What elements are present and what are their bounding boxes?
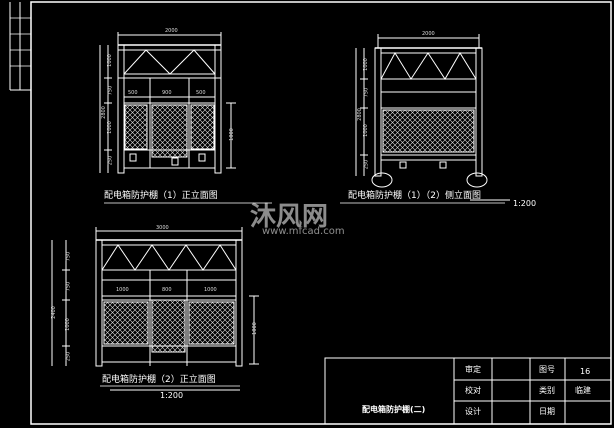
view1-inner-dim-2: 900 (162, 90, 172, 96)
view1-left-dim-3: 1000 (106, 121, 113, 134)
view1-left-dim-2: 750 (107, 85, 114, 96)
watermark-brand: 沐风网 (250, 202, 329, 232)
sheet-border (30, 1, 612, 425)
view1-left-dim-1: 1000 (106, 54, 113, 67)
title-block-category-value: 临建 (575, 386, 591, 395)
title-block-drawing-no-label: 图号 (539, 365, 555, 374)
title-block-checked-label: 校对 (465, 386, 481, 395)
view2-left-dim-2: 750 (363, 87, 370, 98)
view3-top-dimension: 3000 (156, 225, 169, 231)
title-block-date-label: 日期 (539, 407, 555, 416)
title-block-designed-label: 设计 (465, 407, 481, 416)
view2-title: 配电箱防护棚（1）（2）侧立面图 (348, 191, 481, 201)
view3-title: 配电箱防护棚（2）正立面图 (102, 375, 216, 385)
view3-inner-dim-3: 1000 (204, 287, 217, 293)
view1-right-dimension: 1000 (228, 128, 235, 141)
view1-inner-dim-3: 500 (196, 90, 206, 96)
title-block-drawing-name: 配电箱防护棚(二) (362, 405, 426, 414)
binding-strip-cells (10, 17, 31, 67)
view3-left-dim-3: 1000 (64, 318, 71, 331)
view3-left-dim-4: 250 (65, 351, 72, 362)
view3-scale: 1:200 (160, 391, 184, 400)
title-block (324, 357, 612, 425)
view3-left-dim-2: 750 (65, 281, 72, 292)
title-block-approved-label: 审定 (465, 365, 481, 374)
view3-inner-dim-1: 1000 (116, 287, 129, 293)
view1-inner-dim-1: 500 (128, 90, 138, 96)
view1-front-elevation (99, 32, 236, 174)
view1-top-dimension: 2000 (165, 28, 178, 34)
view1-title: 配电箱防护棚（1）正立面图 (104, 191, 218, 201)
view3-front-elevation (51, 227, 259, 391)
watermark-url: www.mfcad.com (262, 226, 345, 237)
title-block-drawing-number: 16 (580, 367, 591, 376)
title-block-category-label: 类别 (539, 386, 555, 395)
view2-left-total-dimension: 2800 (356, 108, 363, 121)
view3-left-total-dimension: 2400 (50, 306, 57, 319)
view2-scale: 1:200 (513, 199, 537, 208)
view3-right-dimension: 1000 (251, 322, 258, 335)
view2-left-dim-4: 250 (363, 159, 370, 170)
view2-left-dim-1: 1000 (362, 58, 369, 71)
view2-top-dimension: 2000 (422, 31, 435, 37)
view2-side-elevation (355, 34, 510, 201)
view2-left-dim-3: 1000 (362, 124, 369, 137)
view1-left-total-dimension: 2800 (100, 106, 107, 119)
view3-left-dim-1: 750 (65, 251, 72, 262)
view3-inner-dim-2: 800 (162, 287, 172, 293)
view1-left-dim-4: 250 (107, 155, 114, 166)
